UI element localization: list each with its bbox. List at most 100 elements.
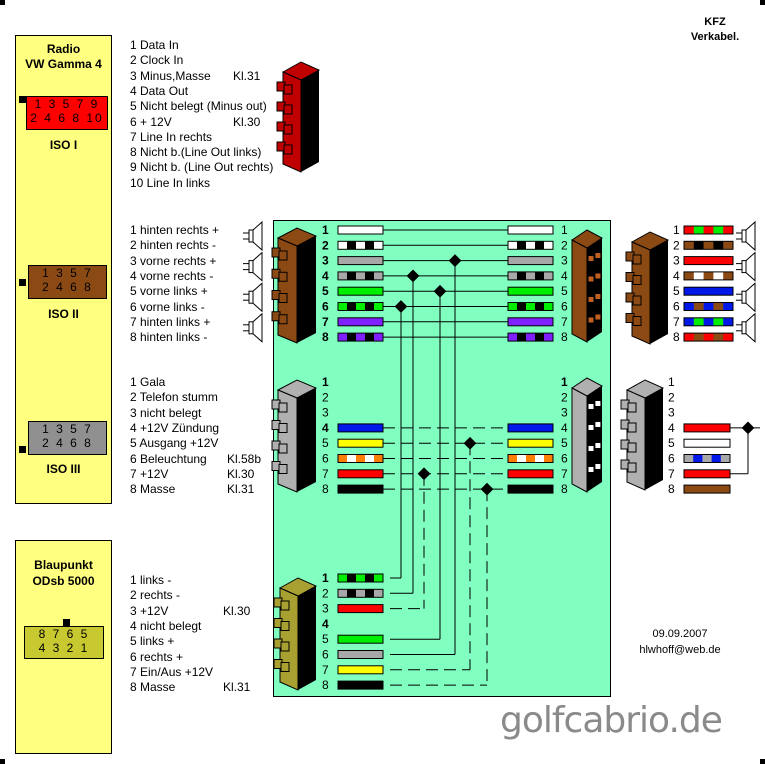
wire-color-segment — [544, 271, 554, 280]
wire-color-segment — [702, 454, 712, 463]
wire-bar-right — [507, 225, 554, 235]
pin-description: 4 Data Out — [130, 83, 189, 98]
pin-number: 8 — [673, 330, 680, 344]
wire-color-segment — [693, 226, 704, 234]
wire-outline — [507, 225, 554, 235]
iso3-wire-bar — [683, 484, 731, 494]
wire-color-segment — [508, 241, 518, 250]
pin-list-item: 5 vorne links + — [130, 284, 208, 299]
wire-color-segment — [711, 454, 722, 463]
speaker-icon — [736, 282, 756, 313]
wire-color-segment — [338, 681, 384, 690]
wire-color-segment — [338, 574, 348, 582]
wire-color-segment — [693, 241, 704, 250]
wire-color-segment — [684, 226, 695, 234]
pin-number: 7 — [673, 315, 680, 329]
wire-color-segment — [508, 333, 518, 342]
pin-number: 1 — [561, 223, 568, 237]
wire-color-segment — [703, 333, 714, 342]
wire-outline — [683, 484, 731, 494]
pin-number: 6 — [561, 300, 568, 314]
wire-bar-blaupunkt — [337, 650, 384, 659]
connector-stud — [627, 442, 637, 453]
pin-description: 5 Nicht belegt (Minus out) — [130, 99, 267, 114]
connector-stud — [278, 402, 288, 413]
wire-color-segment — [684, 287, 734, 296]
wire-color-segment — [535, 241, 545, 250]
iso3-wire-bar — [683, 438, 731, 448]
connector-stud — [627, 462, 637, 473]
speaker-wire-bar — [683, 225, 734, 235]
pin-list-item: 3 vorne rechts + — [130, 254, 216, 269]
pin-number: 7 — [561, 315, 568, 329]
pin-number: 6 — [561, 452, 568, 466]
wire-outline — [337, 680, 384, 690]
speaker-magnet — [248, 321, 254, 335]
iso3-wire-bar — [683, 469, 731, 479]
wire-outline — [683, 240, 734, 250]
wire-bar-blaupunkt — [337, 604, 384, 614]
pin-list-item: 1 links - — [130, 573, 171, 588]
wire-outline — [683, 454, 731, 463]
wire-color-segment — [684, 333, 695, 342]
wire-color-segment — [347, 271, 357, 280]
pin-number: 6 — [322, 452, 329, 466]
wire-bar-left — [337, 256, 384, 266]
connector-stud — [278, 314, 288, 325]
wire-color-segment — [713, 226, 724, 234]
wire-color-segment — [347, 589, 357, 598]
iso1-key — [19, 96, 26, 103]
iso2-pins-top: 1 3 5 7 — [42, 266, 93, 280]
connector-slot — [588, 467, 594, 472]
terminal-label: Kl.30 — [227, 466, 255, 481]
connector-side — [298, 586, 316, 690]
wire-bar-right — [507, 423, 554, 433]
connector-side — [650, 240, 668, 344]
pin-list-item: 6 vorne links - — [130, 300, 205, 315]
pin-description: 7 Line In rechts — [130, 129, 213, 144]
speaker-wire-bar — [683, 271, 734, 281]
wire-color-segment — [508, 485, 554, 494]
speaker-icon — [736, 220, 756, 252]
wire-outline — [683, 271, 734, 281]
pin-number: 5 — [668, 436, 675, 450]
blaupunkt-pins-top: 8 7 6 5 — [38, 627, 90, 641]
iso2-pinblock: 1 3 5 7 2 4 6 8 — [28, 265, 107, 299]
corner-mark — [0, 0, 5, 5]
pin-list-item: 7 Line In rechts — [130, 130, 212, 145]
iso1-pinblock: 1 3 5 7 9 2 4 6 8 10 — [26, 96, 108, 130]
wire-color-segment — [508, 317, 554, 326]
speaker-magnet — [741, 260, 747, 274]
pin-number: 1 — [673, 223, 680, 237]
wire-color-segment — [374, 574, 384, 582]
wire-outline — [337, 454, 384, 463]
wire-color-segment — [338, 454, 348, 463]
blaupunkt-pinblock: 8 7 6 5 4 3 2 1 — [24, 626, 104, 659]
wire-color-segment — [693, 333, 704, 342]
junction-dot-icon — [741, 421, 755, 435]
pin-description: 8 Masse — [130, 482, 176, 497]
speaker-cone — [252, 312, 263, 343]
blaupunkt-box: Blaupunkt ODsb 5000 8 7 6 5 4 3 2 1 — [15, 540, 112, 754]
connector-stud — [278, 293, 288, 303]
speaker-wire-bar — [683, 240, 734, 250]
wire-color-segment — [338, 589, 348, 598]
pin-list-item: 1 hinten rechts + — [130, 223, 219, 238]
wire-color-segment — [526, 241, 536, 250]
connector-slot — [588, 317, 594, 323]
speaker-cone — [745, 220, 756, 252]
wire-color-segment — [365, 589, 375, 598]
wire-bar-left — [337, 438, 384, 448]
pin-number: 1 — [561, 375, 568, 389]
wire-color-segment — [684, 317, 695, 326]
wire-color-segment — [684, 302, 695, 311]
connector-plug-icon — [273, 577, 318, 691]
connector-slot — [595, 401, 601, 406]
pin-number: 1 — [668, 375, 675, 389]
radio-title: Radio — [46, 42, 81, 56]
wire-color-segment — [356, 574, 366, 582]
blaupunkt-key — [63, 619, 70, 626]
pin-number: 6 — [322, 300, 329, 314]
speaker-cone — [745, 282, 756, 313]
